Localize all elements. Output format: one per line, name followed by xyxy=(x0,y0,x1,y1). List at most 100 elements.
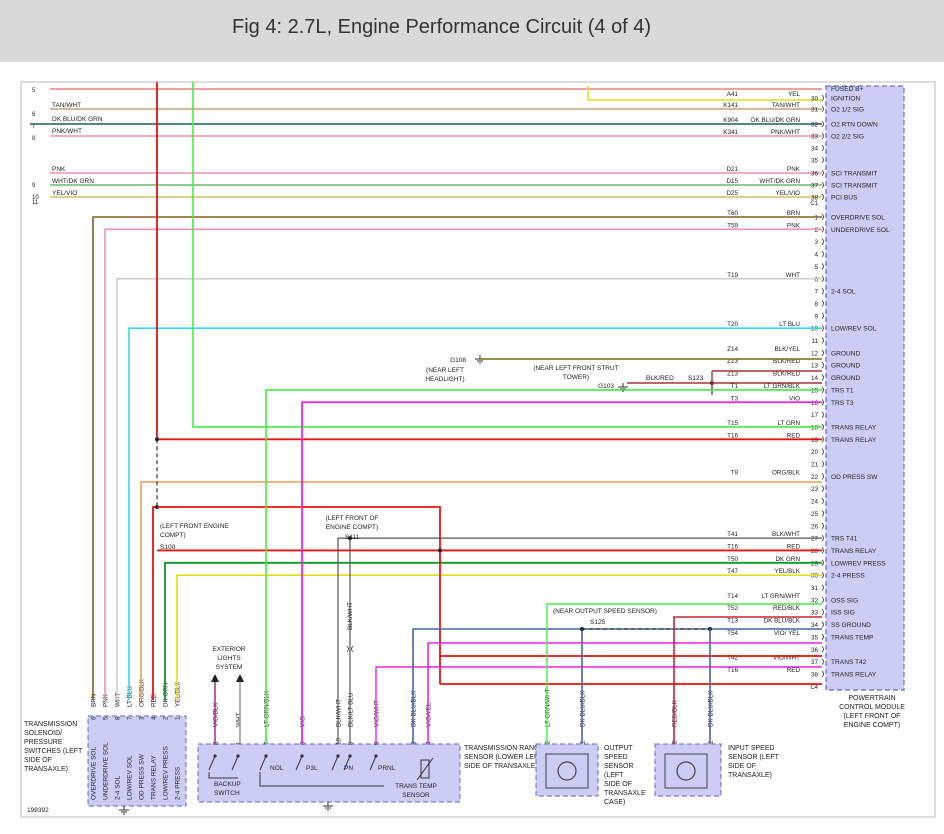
pcm-pin-16-color: VIO xyxy=(789,395,800,402)
pcm-pin-1-code: T60 xyxy=(727,210,738,217)
pcm-sci-color: YEL/VIO xyxy=(776,190,801,197)
pcm-pin-38-pin: 38 xyxy=(811,671,819,678)
backup-switch-label: BACKUP xyxy=(214,781,241,788)
left-label-sci: YEL/VIO xyxy=(52,190,77,197)
wire-trans-temp xyxy=(427,642,822,744)
pcm-pin-32-func: OSS SIG xyxy=(831,597,858,604)
oss-pin-num: 1 xyxy=(580,740,587,744)
pcm-o2-1-func: O2 1/2 SIG xyxy=(831,107,864,114)
pin-mark xyxy=(821,645,824,653)
pin-mark xyxy=(821,105,824,113)
solenoid-wire-label: DK GRN xyxy=(163,682,170,707)
pcm-pin-35-color: VIO/ YEL xyxy=(774,630,801,637)
left-label-sci: PNK xyxy=(52,166,66,173)
pcm-sci-code: D15 xyxy=(726,178,738,185)
pcm-pin-16-pin: 16 xyxy=(811,400,819,407)
trans-temp-sensor-icon xyxy=(420,759,430,779)
pin-mark xyxy=(821,670,824,678)
pcm-pin-29-code: T50 xyxy=(727,556,738,563)
pcm-pin-15-color: LT GRN/BLK xyxy=(764,383,801,390)
pcm-pin-11-pin: 11 xyxy=(811,338,818,345)
switch-blade xyxy=(369,755,377,771)
pcm-pin-19-code: T16 xyxy=(727,432,738,439)
pcm-pin-24-pin: 24 xyxy=(811,499,819,506)
pin-mark xyxy=(821,571,824,579)
pcm-pin-2-pin: 2 xyxy=(814,227,818,234)
pin-mark xyxy=(821,608,824,616)
pin-mark xyxy=(821,144,824,152)
iss-wire-label: DK BLU/BLK xyxy=(708,690,715,727)
pin-mark xyxy=(821,460,824,468)
blkwht-vertical-label: BLK/WHT xyxy=(347,602,354,630)
pin-mark xyxy=(821,213,824,221)
left-label-sci: WHT/DK GRN xyxy=(52,178,94,185)
pcm-pin-4-pin: 4 xyxy=(814,252,818,259)
pcm-pin-28-pin: 28 xyxy=(811,548,819,555)
pcm-pin-7-func: 2-4 SOL xyxy=(831,289,856,296)
left-wire-num: 5 xyxy=(32,88,36,94)
wire-trs-t3 xyxy=(301,401,822,744)
wire-trs-t1 xyxy=(265,389,822,744)
wire-2-4-press xyxy=(176,574,822,700)
pcm-o2-2-func: O2 2/2 SIG xyxy=(831,134,864,141)
solenoid-pin-num: 2 xyxy=(163,716,170,720)
trs-wire-label: WHT xyxy=(236,713,243,727)
solenoid-func-label: OD PRESS SW xyxy=(139,753,146,800)
pcm-pin-15-pin: 15 xyxy=(811,387,819,394)
pcm-o2-2-code: K341 xyxy=(723,129,738,136)
pin-mark xyxy=(821,596,824,604)
pcm-pin-13-pin: 13 xyxy=(811,363,819,370)
pcm-pin-31-pin: 31 xyxy=(811,585,819,592)
pin-mark xyxy=(821,584,824,591)
pin-mark xyxy=(821,633,824,641)
pcm-pin-14-code: Z13 xyxy=(727,371,738,378)
pin-mark xyxy=(821,374,824,381)
solenoid-func-label: UNDERDRIVE SOL xyxy=(103,742,110,800)
g103-label: G103 xyxy=(598,383,614,390)
solenoid-func-label: 2-4 PRESS xyxy=(175,766,182,800)
pcm-pin-30-code: T47 xyxy=(727,568,738,575)
s111-label: S111 xyxy=(345,534,360,541)
pin-mark xyxy=(821,226,824,233)
trs-pin-num: 1 xyxy=(236,741,243,745)
solenoid-wire-label: WHT xyxy=(115,693,122,707)
pcm-pin-6-code: T19 xyxy=(727,272,738,279)
pcm-pin-16-code: T3 xyxy=(731,395,739,402)
solenoid-box xyxy=(87,715,187,807)
pcm-sci-code: D25 xyxy=(726,190,738,197)
page-title: Fig 4: 2.7L, Engine Performance Circuit … xyxy=(232,16,652,38)
pcm-pin-22-code: T9 xyxy=(731,469,739,476)
pcm-pin-13-func: GROUND xyxy=(831,363,861,370)
pcm-pin-34-code: T13 xyxy=(727,618,738,625)
oss-sensor-icon xyxy=(545,753,589,789)
pcm-pin-9-pin: 9 xyxy=(814,313,818,320)
splice-dot xyxy=(438,548,442,553)
iss-sensor-icon xyxy=(664,753,708,789)
solenoid-func-label: TRANS RELAY xyxy=(151,755,158,800)
pin-mark xyxy=(821,287,824,295)
iss-pin-num: 2 xyxy=(672,740,679,744)
pcm-sci-func: PCI BUS xyxy=(831,195,858,202)
pcm-pin-27-code: T41 xyxy=(727,531,738,538)
pcm-ignition-pin: 30 xyxy=(811,96,819,103)
left-wire-num: 8 xyxy=(32,136,36,142)
pcm-pin-28-code: T16 xyxy=(727,543,738,550)
pcm-pin-13-color: BLK/RED xyxy=(773,358,800,365)
pcm-o2-rtn-pin: 32 xyxy=(811,122,819,129)
splice-dot xyxy=(155,437,159,442)
pin-mark xyxy=(821,263,824,270)
pcm-pin-37-func: TRANS T42 xyxy=(831,659,867,666)
pcm-o2-rtn-color: DK BLU/DK GRN xyxy=(751,117,800,124)
trs-wire-label: VIO/BLK xyxy=(213,702,220,727)
pin-mark xyxy=(821,510,824,517)
figure-id: 199392 xyxy=(27,807,49,814)
pcm-pin-20-pin: 20 xyxy=(811,449,819,456)
pin-mark xyxy=(821,423,824,431)
pcm-o2-1-color: TAN/WHT xyxy=(772,102,800,109)
pcm-pin-29-func: LOW/REV PRESS xyxy=(831,560,886,567)
trs-pin-num: 10 xyxy=(336,737,343,745)
wire-low-rev-sol xyxy=(128,327,822,700)
pcm-pin-18-func: TRANS RELAY xyxy=(831,424,877,431)
